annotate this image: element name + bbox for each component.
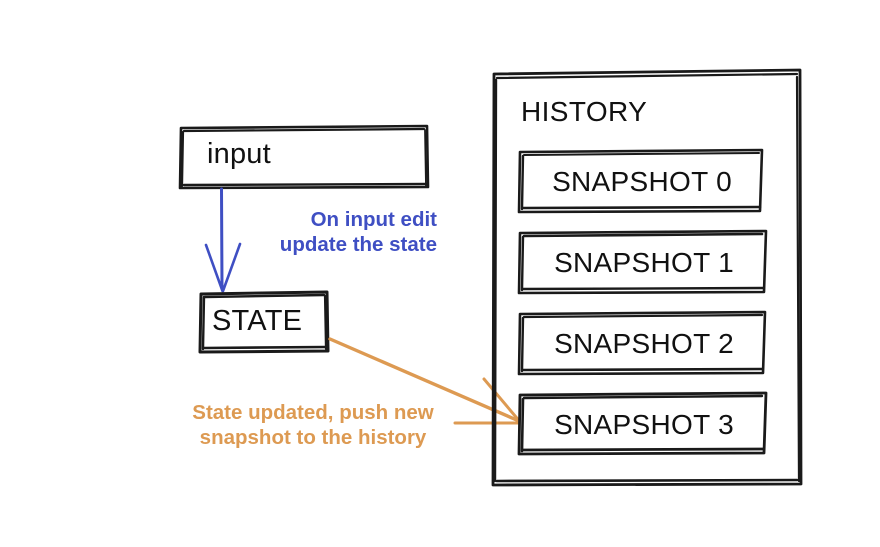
arrow-diagonal-icon bbox=[328, 337, 523, 425]
snapshot-box-shape-0[interactable] bbox=[517, 148, 764, 214]
input-box-shape[interactable] bbox=[178, 124, 430, 190]
annotation-state-to-history-line1: State updated, push new bbox=[192, 401, 434, 424]
state-box-label: STATE bbox=[212, 305, 303, 337]
history-panel-title: HISTORY bbox=[521, 96, 648, 127]
snapshot-box-shape-3[interactable] bbox=[517, 391, 768, 456]
snapshot-box-shape-2[interactable] bbox=[517, 310, 767, 376]
snapshot-label-1: SNAPSHOT 1 bbox=[554, 247, 734, 278]
history-panel-frame bbox=[491, 68, 803, 487]
state-box-shape[interactable] bbox=[198, 290, 330, 354]
annotation-input-to-state-line2: update the state bbox=[279, 233, 437, 256]
annotation-state-to-history-line2: snapshot to the history bbox=[199, 426, 427, 449]
snapshot-label-3: SNAPSHOT 3 bbox=[554, 409, 734, 440]
snapshot-box-shape-1[interactable] bbox=[517, 229, 768, 295]
arrow-down-icon bbox=[204, 187, 242, 293]
annotation-input-to-state-line1: On input edit bbox=[310, 208, 437, 231]
snapshot-label-0: SNAPSHOT 0 bbox=[552, 166, 732, 197]
input-box-label: input bbox=[207, 138, 271, 170]
snapshot-label-2: SNAPSHOT 2 bbox=[554, 328, 734, 359]
